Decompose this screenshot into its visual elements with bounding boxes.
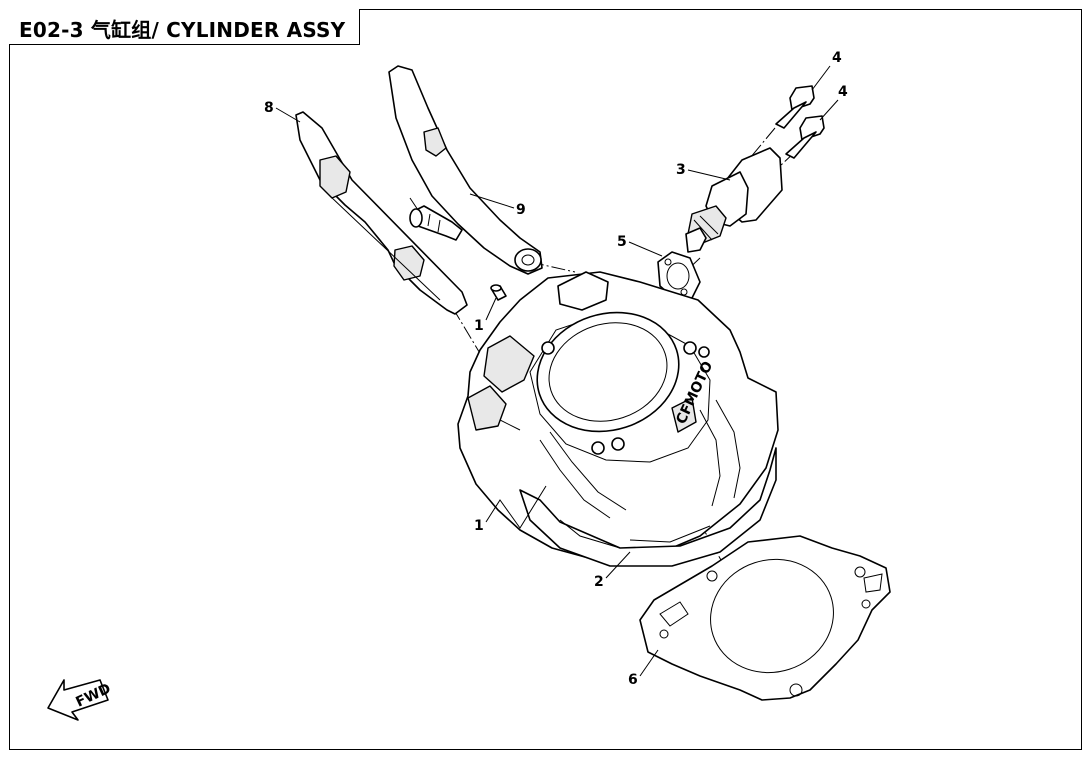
chain-guide	[295, 111, 468, 315]
cylinder-block: CFMOTO	[457, 271, 779, 567]
chain-tensioner	[685, 147, 783, 253]
tensioner-guide	[388, 65, 543, 275]
callout-8: 9	[516, 202, 526, 218]
dowel-pin-upper	[490, 284, 507, 301]
diagram-title: E02-3 气缸组/ CYLINDER ASSY	[19, 18, 346, 42]
callout-4-lower: 4	[838, 84, 848, 100]
base-gasket	[639, 535, 891, 701]
callout-6: 6	[628, 672, 638, 688]
bolt-a	[775, 85, 815, 129]
callout-1-upper: 1	[474, 318, 484, 334]
callout-4-upper: 4	[832, 50, 842, 66]
callout-5: 5	[617, 234, 627, 250]
callout-1-lower: 1	[474, 518, 484, 534]
pivot-bolt	[409, 205, 463, 241]
drawing-frame	[9, 9, 1082, 750]
forward-arrow-icon: FWD	[47, 679, 113, 721]
bolt-b	[785, 115, 825, 159]
callout-2: 2	[594, 574, 604, 590]
callout-3: 3	[676, 162, 686, 178]
callout-7: 8	[264, 100, 274, 116]
title-block: E02-3 气缸组/ CYLINDER ASSY	[9, 9, 360, 45]
tensioner-gasket	[657, 251, 701, 301]
